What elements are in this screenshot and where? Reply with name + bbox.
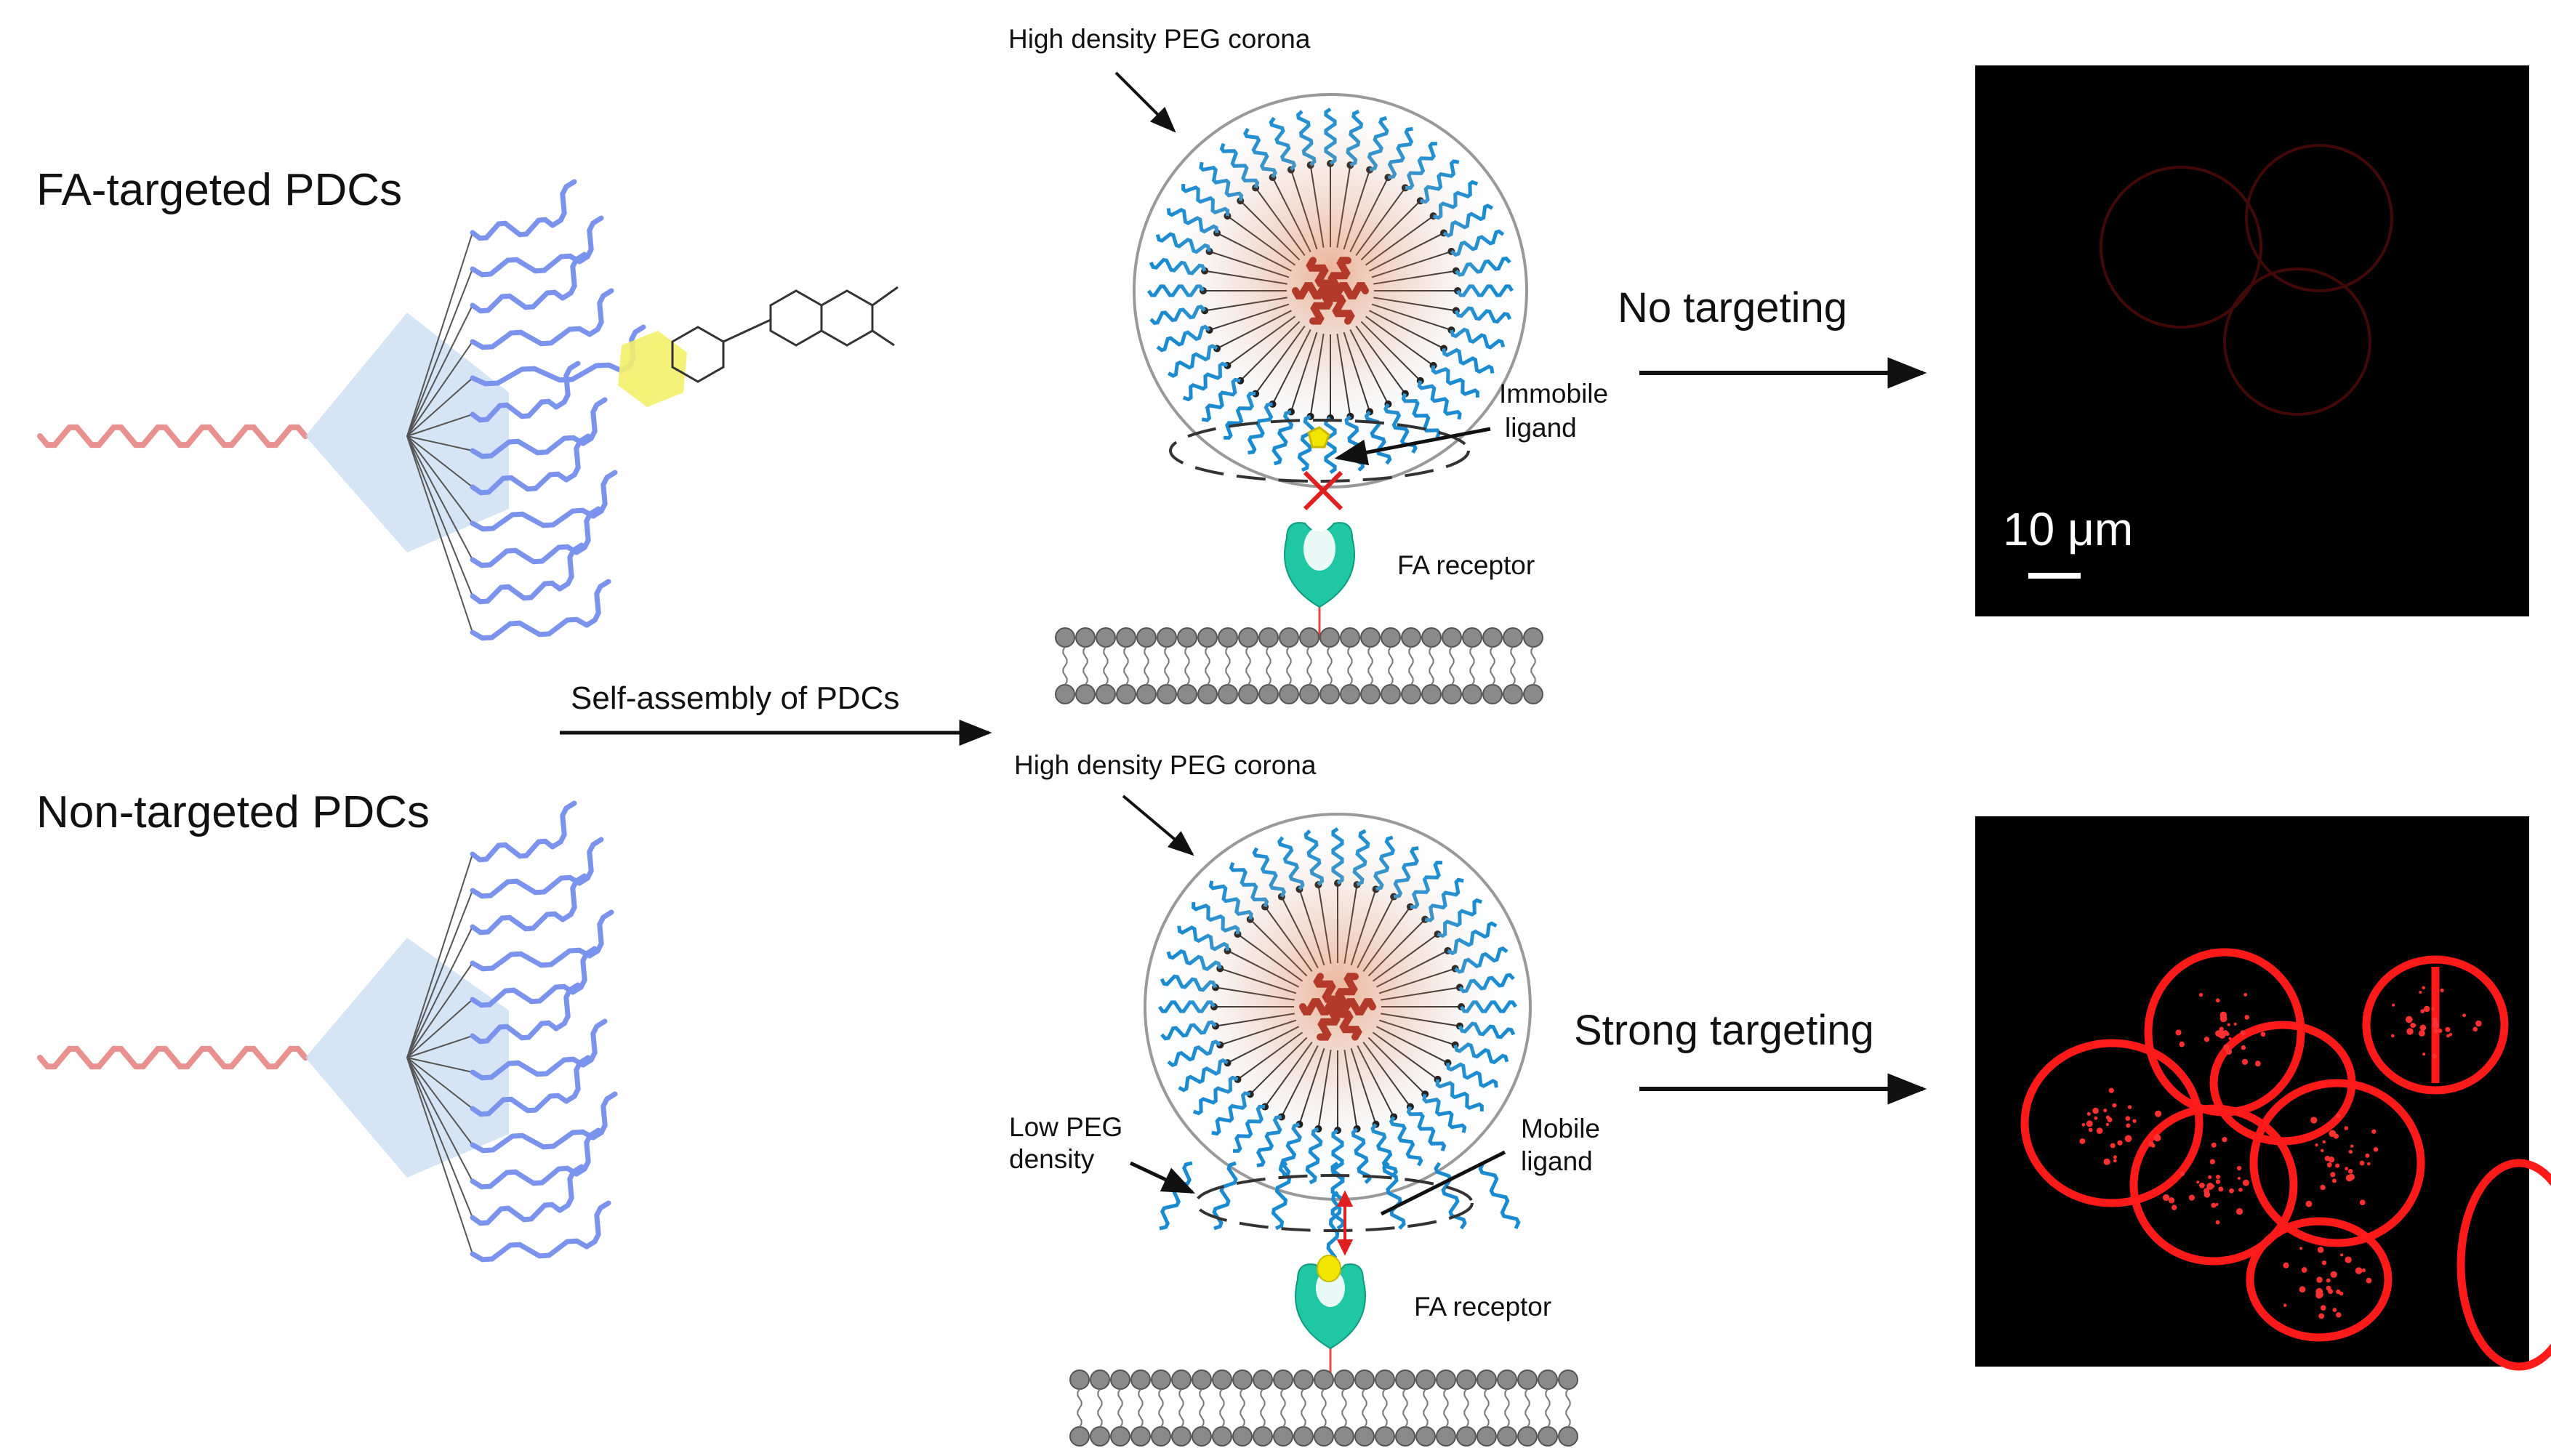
dendron-core-top — [305, 313, 509, 552]
immobile-ligand-arrow — [1334, 427, 1491, 466]
non-targeted-title: Non-targeted PDCs — [36, 787, 430, 837]
micrograph-strong-targeting — [1975, 816, 2551, 1371]
micrograph-no-targeting: 10 μm — [1975, 65, 2529, 616]
fa-receptor-bottom — [1295, 1255, 1366, 1381]
low-peg-label-2: density — [1009, 1144, 1095, 1174]
peg-chain-bottom — [37, 1045, 308, 1070]
fa-targeted-title: FA-targeted PDCs — [36, 165, 402, 215]
peg-corona-arrow-bottom — [1122, 795, 1194, 856]
cell-membrane-top — [1055, 627, 1543, 704]
fa-receptor-label-bottom: FA receptor — [1414, 1292, 1551, 1322]
low-peg-label-1: Low PEG — [1009, 1112, 1122, 1142]
no-binding-cross-icon — [1303, 470, 1343, 511]
immobile-ligand-label-2: ligand — [1505, 413, 1577, 443]
dendron-arms-top — [406, 179, 646, 641]
fa-receptor-top — [1284, 522, 1355, 640]
immobile-ligand-icon — [1307, 426, 1330, 449]
peg-corona-arrow-top — [1114, 71, 1176, 133]
cell-membrane-bottom — [1069, 1369, 1578, 1447]
fa-targeted-pdc-molecule — [37, 179, 899, 641]
mobility-double-arrow-icon — [1336, 1190, 1354, 1256]
non-targeted-pdc-molecule — [37, 800, 618, 1263]
peg-chain-top — [37, 424, 308, 449]
folate-highlight — [618, 331, 687, 407]
drug-core-top — [1292, 257, 1369, 325]
low-peg-arrow — [1129, 1161, 1196, 1194]
strong-targeting-label: Strong targeting — [1574, 1007, 1874, 1054]
core-glow-top — [1163, 102, 1498, 436]
drug-core-bottom — [1299, 973, 1376, 1041]
self-assembly-label: Self-assembly of PDCs — [571, 680, 899, 716]
micelle-top — [1133, 93, 1528, 488]
no-targeting-label: No targeting — [1618, 284, 1847, 331]
core-glow-bottom — [1174, 825, 1501, 1152]
mobile-ligand-pointer — [1380, 1150, 1506, 1216]
ligand-ring-top — [1169, 419, 1470, 483]
folate-structure — [671, 286, 899, 383]
mobile-ligand-label-2: ligand — [1521, 1146, 1593, 1176]
micelle-bottom — [1144, 813, 1532, 1266]
peg-corona-label-bottom: High density PEG corona — [1014, 750, 1317, 780]
dendron-arms-bottom — [406, 800, 618, 1263]
peg-corona-label-top: High density PEG corona — [1008, 24, 1311, 54]
fa-receptor-label-top: FA receptor — [1397, 550, 1535, 580]
scale-bar-label: 10 μm — [2003, 503, 2133, 555]
ligand-ring-bottom — [1194, 1174, 1474, 1232]
immobile-ligand-label-1: Immobile — [1499, 379, 1608, 409]
mobile-ligand-label-1: Mobile — [1521, 1114, 1600, 1143]
